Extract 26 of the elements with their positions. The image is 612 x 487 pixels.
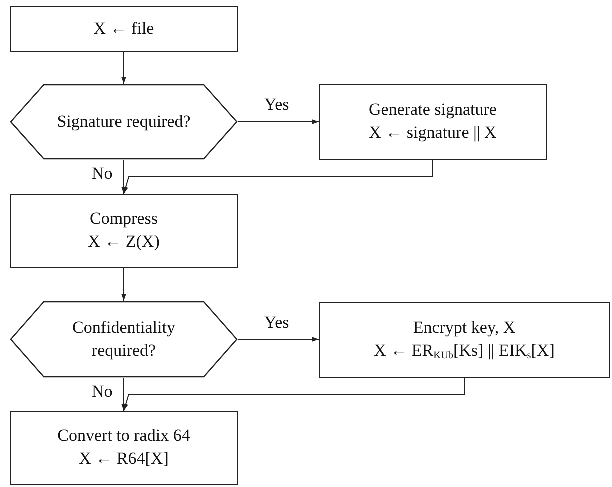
decision-hexagon [10,301,238,378]
process-box [10,411,238,485]
process-box [319,302,610,378]
step-formula: X ← ER$_{KUb}$[Ks] || EIK$_{s}$[X] [374,340,555,364]
arrow [122,52,126,84]
arrow [238,337,320,342]
arrow [238,120,320,124]
step-formula: X ← Z(X) [88,231,160,253]
step-title: Convert to radix 64 [58,425,190,448]
process-box [10,6,238,52]
decision-text: Confidentiality required? [72,316,176,362]
arrow [122,378,126,412]
step-title: Encrypt key, X [413,316,516,339]
arrow [122,160,126,194]
decision-text: Signature required? [57,110,191,133]
arrow [124,378,465,412]
decision-hexagon [10,84,238,160]
step-formula: X ← signature || X [369,122,497,144]
process-box [10,194,238,268]
step-formula: X ← R64[X] [79,448,169,470]
step-title: Compress [90,208,158,230]
arrow [124,160,434,194]
step-formula: X ← file [94,18,154,40]
process-box [319,84,547,160]
step-title: Generate signature [369,99,497,122]
arrow [122,268,126,302]
